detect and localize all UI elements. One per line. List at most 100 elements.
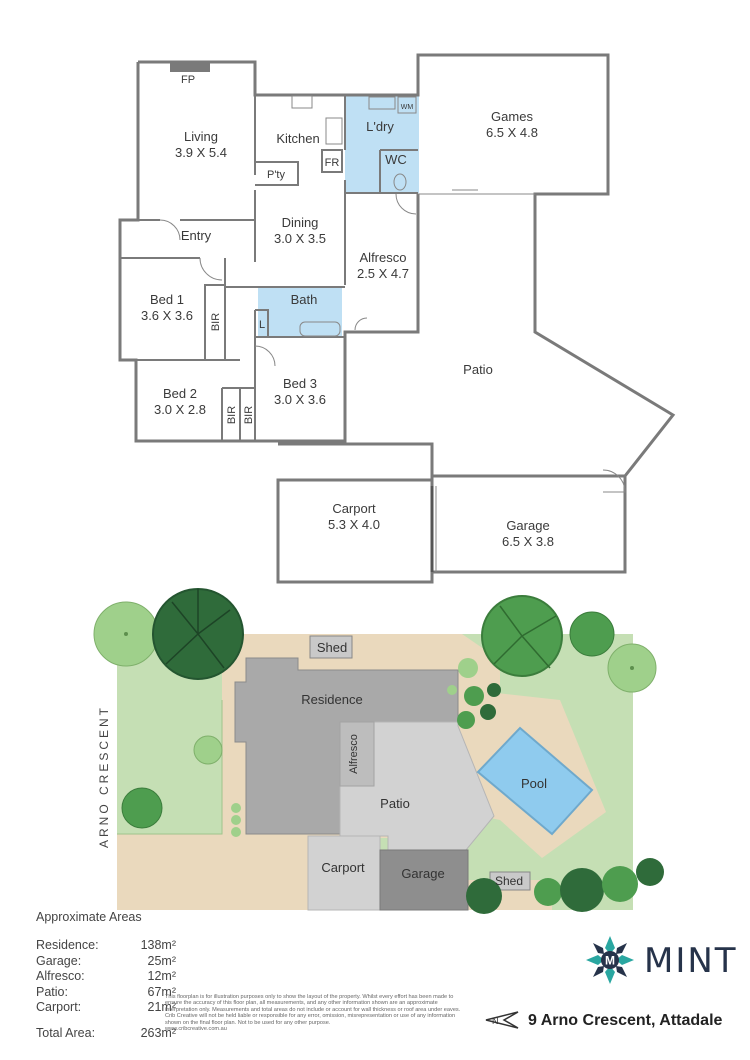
linen-wall bbox=[255, 309, 269, 337]
site-residence-label: Residence bbox=[301, 692, 362, 707]
area-label: Alfresco: bbox=[36, 969, 85, 983]
tree-top-left bbox=[93, 601, 159, 667]
laundry-floor bbox=[345, 95, 419, 193]
area-row-total: Total Area: 263m² bbox=[36, 1026, 176, 1040]
site-alfresco bbox=[339, 721, 375, 787]
entry-door-swing bbox=[159, 219, 181, 241]
kitchen-sink bbox=[291, 95, 313, 109]
fireplace-hearth bbox=[170, 62, 210, 72]
pantry-wall bbox=[255, 161, 299, 186]
fp-label: FP bbox=[181, 74, 195, 86]
area-value: 67m² bbox=[147, 984, 176, 999]
games-dims: 6.5 X 4.8 bbox=[486, 125, 538, 140]
bathtub bbox=[299, 321, 341, 337]
dining-label: Dining bbox=[282, 215, 319, 230]
dining-dims: 3.0 X 3.5 bbox=[274, 231, 326, 246]
area-label: Carport: bbox=[36, 1000, 82, 1014]
patio-wall bbox=[343, 441, 434, 476]
lawn-edge bbox=[117, 700, 223, 835]
tree-far-right bbox=[607, 643, 657, 693]
living-label: Living bbox=[184, 129, 218, 144]
living-dims: 3.9 X 5.4 bbox=[175, 145, 227, 160]
bir2-label: BIR bbox=[226, 406, 238, 424]
site-pool-label: Pool bbox=[521, 776, 547, 791]
fr-label: FR bbox=[325, 157, 340, 169]
trees-bottom-right bbox=[466, 858, 664, 914]
area-value: 12m² bbox=[147, 969, 176, 983]
tree-top-centre bbox=[152, 588, 244, 680]
garage-label: Garage bbox=[506, 518, 549, 533]
area-row-garage: Garage: 25m² bbox=[36, 954, 176, 970]
site-shed-top bbox=[309, 635, 353, 659]
tree-top-right bbox=[481, 595, 563, 677]
bir3-label: BIR bbox=[243, 406, 255, 424]
north-arrow-icon: N bbox=[485, 1011, 519, 1029]
site-shed-bottom-label: Shed bbox=[495, 874, 523, 888]
site-carport bbox=[307, 835, 381, 911]
toilet bbox=[393, 173, 407, 191]
entry-label: Entry bbox=[181, 228, 212, 243]
area-label: Garage: bbox=[36, 953, 82, 968]
site-carport-label: Carport bbox=[321, 860, 365, 875]
garage-door-swing bbox=[602, 469, 626, 493]
wm-label: WM bbox=[401, 104, 414, 111]
bir1-label: BIR bbox=[210, 313, 222, 331]
bed2-dims: 3.0 X 2.8 bbox=[154, 402, 206, 417]
total-area-value: 263m² bbox=[140, 1025, 176, 1040]
bed1-door-swing bbox=[199, 257, 223, 281]
mint-logo-icon: M bbox=[586, 936, 634, 984]
areas-heading: Approximate Areas bbox=[36, 910, 142, 924]
site-pool bbox=[476, 726, 594, 836]
alfresco-dims: 2.5 X 4.7 bbox=[357, 266, 409, 281]
shrubs-left bbox=[231, 803, 241, 837]
patio-label: Patio bbox=[463, 362, 493, 377]
bed2-label: Bed 2 bbox=[163, 386, 197, 401]
alfresco-step bbox=[354, 317, 368, 331]
area-value: 21m² bbox=[147, 1000, 176, 1014]
disclaimer: This floorplan is for illustration purpo… bbox=[165, 994, 463, 1032]
property-address: 9 Arno Crescent, Attadale bbox=[528, 1012, 723, 1029]
compass-letter: N bbox=[492, 1016, 499, 1026]
tree-right-small bbox=[569, 611, 615, 657]
laundry-label: L'dry bbox=[366, 119, 394, 134]
site-shed-top-label: Shed bbox=[317, 640, 347, 655]
area-row-alfresco: Alfresco: 12m² bbox=[36, 969, 176, 985]
floor-plan: FP Living 3.9 X 5.4 Kitchen L'dry WM FR … bbox=[118, 53, 676, 584]
carport-label: Carport bbox=[332, 501, 376, 516]
total-area-label: Total Area: bbox=[36, 1025, 96, 1040]
driveway bbox=[117, 834, 308, 910]
games-label: Games bbox=[491, 109, 533, 124]
area-value: 25m² bbox=[147, 953, 176, 968]
bed1-north-wall bbox=[120, 257, 226, 287]
area-row-patio: Patio: 67m² bbox=[36, 985, 176, 1001]
site-garage bbox=[379, 849, 469, 911]
bed3-dims: 3.0 X 3.6 bbox=[274, 392, 326, 407]
washing-machine-box bbox=[397, 96, 417, 114]
brand-name: MINT bbox=[644, 941, 738, 981]
disclaimer-text: This floorplan is for illustration purpo… bbox=[165, 994, 461, 1026]
cooktop bbox=[325, 117, 343, 145]
garage-dims: 6.5 X 3.8 bbox=[502, 534, 554, 549]
approximate-areas: Approximate Areas Residence: 138m² Garag… bbox=[36, 910, 176, 1040]
bath-label: Bath bbox=[291, 292, 318, 307]
area-value: 138m² bbox=[140, 938, 176, 952]
pantry-label: P'ty bbox=[267, 169, 285, 181]
bir-walls bbox=[221, 388, 241, 441]
bed1-label: Bed 1 bbox=[150, 292, 184, 307]
alfresco-label: Alfresco bbox=[360, 250, 407, 265]
tree-left bbox=[121, 787, 163, 829]
disclaimer-url: www.cribcreative.com.au bbox=[165, 1026, 227, 1033]
laundry-trough bbox=[368, 96, 396, 110]
site-plan: ARNO CRESCENT Shed Residence Alfresco Pa… bbox=[93, 588, 664, 914]
alfresco-door-swing bbox=[395, 193, 417, 215]
outer-wall-left bbox=[118, 62, 140, 258]
linen-label: L bbox=[259, 319, 265, 331]
wc-label: WC bbox=[385, 152, 407, 167]
outer-wall bbox=[138, 53, 676, 584]
shrubs-garden bbox=[447, 658, 501, 729]
site-alfresco-label: Alfresco bbox=[348, 734, 360, 774]
area-row-residence: Residence: 138m² bbox=[36, 938, 176, 954]
wc-wall bbox=[379, 149, 418, 193]
area-row-carport: Carport: 21m² bbox=[36, 1000, 176, 1016]
